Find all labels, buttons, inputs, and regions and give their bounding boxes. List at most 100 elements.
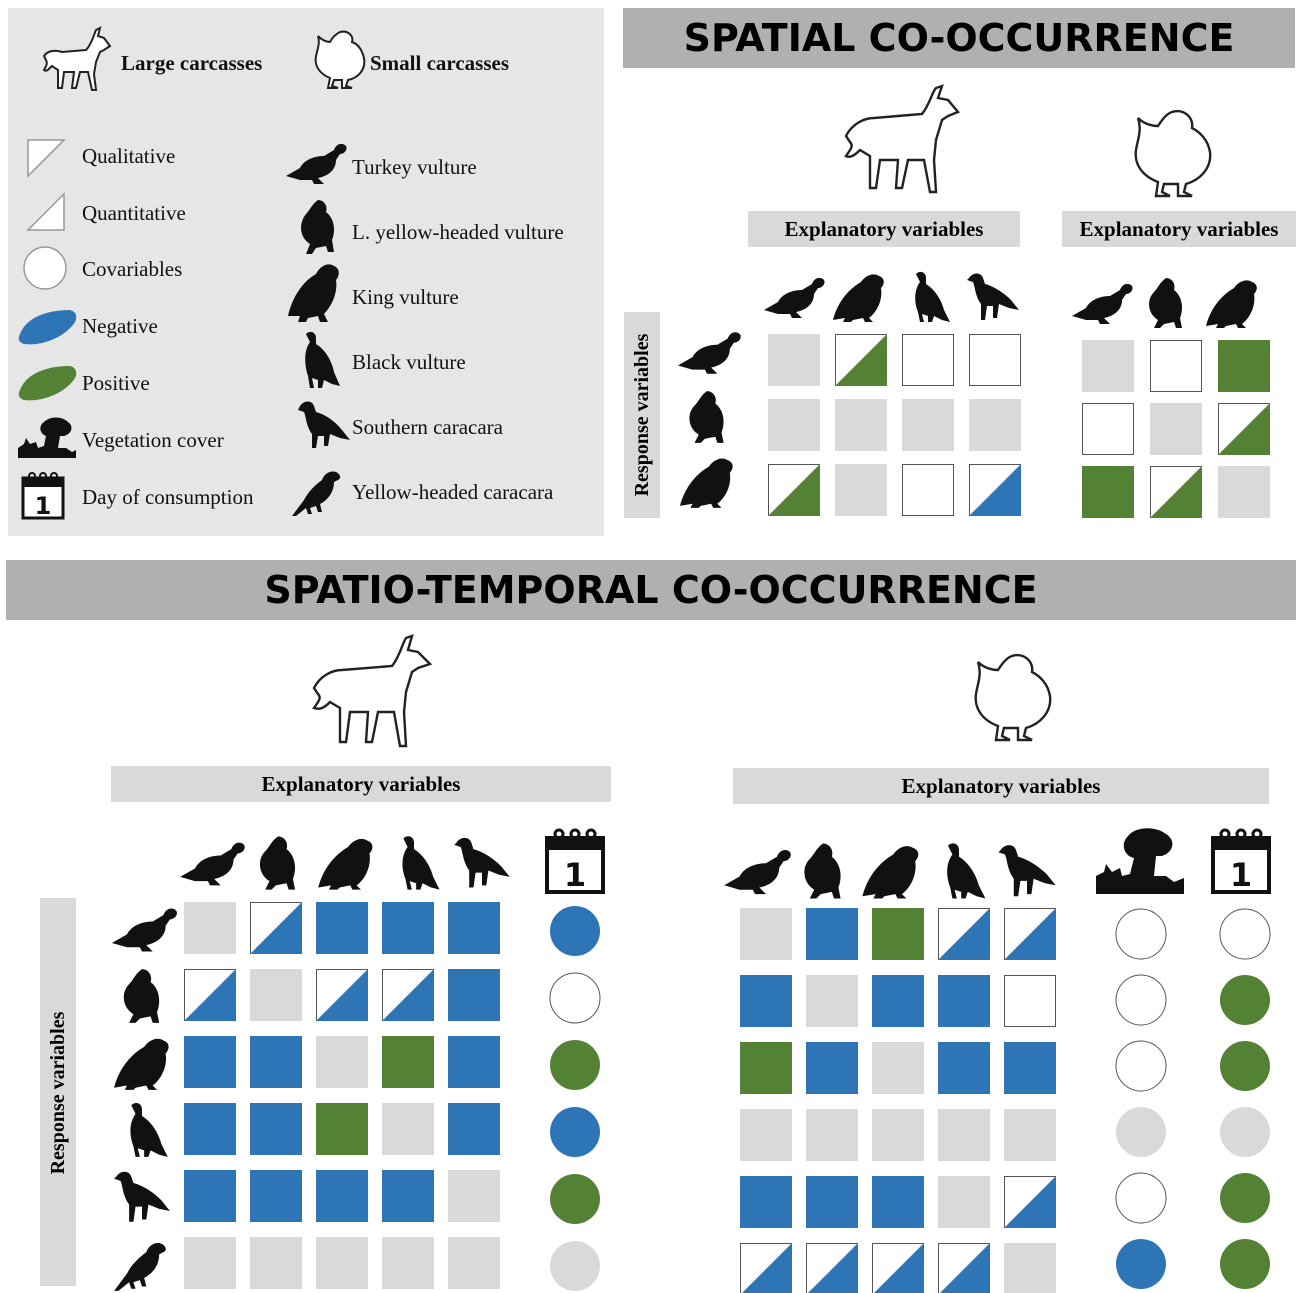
spatial-chicken-icon xyxy=(1128,106,1220,200)
spatial-large-cell-r2-c3 xyxy=(969,464,1021,516)
spatiotemporal-large-cell-r3-c1 xyxy=(250,1103,302,1155)
spatiotemporal-large-cell-r3-c4 xyxy=(448,1103,500,1155)
spatiotemporal-large-day-r0 xyxy=(550,906,600,956)
spatial-large-cell-r0-c0 xyxy=(768,334,820,386)
spatial-small-cell-r2-c1 xyxy=(1150,466,1202,518)
goat-outline-icon xyxy=(38,26,120,98)
spatiotemporal-small-cell-r1-c0 xyxy=(740,975,792,1027)
spatial-large-cell-r1-c3 xyxy=(969,399,1021,451)
species-lesser-yellow-headed-vulture: L. yellow-headed vulture xyxy=(352,220,564,245)
large-carcasses-label: Large carcasses xyxy=(121,51,262,76)
spatial-large-cell-r2-c1 xyxy=(835,464,887,516)
spatial-small-cell-r0-c0 xyxy=(1082,340,1134,392)
spatiotemporal-small-cell-r4-c4 xyxy=(1004,1176,1056,1228)
spatial-response-turkey-icon xyxy=(672,324,742,380)
spatial-small-header-king-icon xyxy=(1202,272,1262,334)
spatiotemporal-large-cell-r1-c1 xyxy=(250,969,302,1021)
spatiotemporal-small-cell-r2-c2 xyxy=(872,1042,924,1094)
spatiotemporal-response-black-icon xyxy=(108,1101,176,1159)
spatiotemporal-small-cell-r4-c2 xyxy=(872,1176,924,1228)
spatial-small-header-turkey-icon xyxy=(1070,272,1130,334)
spatiotemporal-large-day-r3 xyxy=(550,1107,600,1157)
black-vulture-icon xyxy=(296,328,344,390)
spatial-large-cell-r0-c3 xyxy=(970,335,1021,386)
spatiotemporal-large-cell-r4-c1 xyxy=(250,1170,302,1222)
spatiotemporal-small-matrix xyxy=(738,906,1278,1291)
spatiotemporal-large-cell-r5-c0 xyxy=(184,1237,236,1289)
spatiotemporal-large-day-r2 xyxy=(550,1040,600,1090)
spatial-small-cell-r2-c0 xyxy=(1082,466,1134,518)
spatial-title: SPATIAL CO-OCCURRENCE xyxy=(623,8,1295,68)
spatiotemporal-small-day-r2 xyxy=(1220,1041,1270,1091)
spatiotemporal-small-veg-r5 xyxy=(1116,1239,1166,1289)
legend-item-negative: Negative xyxy=(82,314,158,339)
spatiotemporal-small-cell-r0-c2 xyxy=(872,908,924,960)
spatiotemporal-small-cell-r1-c1 xyxy=(806,975,858,1027)
spatiotemporal-large-cell-r4-c3 xyxy=(382,1170,434,1222)
spatiotemporal-large-cell-r0-c0 xyxy=(184,902,236,954)
spatiotemporal-small-header-lyhv-icon xyxy=(790,840,856,902)
spatial-large-header-black-icon xyxy=(896,266,956,328)
spatiotemporal-small-cell-r0-c3 xyxy=(938,908,990,960)
spatiotemporal-small-header-black-icon xyxy=(926,840,992,902)
spatiotemporal-small-cell-r5-c3 xyxy=(938,1243,990,1293)
covariables-symbol xyxy=(22,246,70,294)
spatial-goat-icon xyxy=(838,84,970,200)
species-southern-caracara: Southern caracara xyxy=(352,415,503,440)
spatial-large-header-turkey-icon xyxy=(762,266,822,328)
spatiotemporal-small-cell-r0-c1 xyxy=(806,908,858,960)
calendar-icon: 1 xyxy=(20,470,68,522)
spatiotemporal-small-veg-r4 xyxy=(1116,1173,1166,1223)
spatial-small-header-lyhv-icon xyxy=(1136,272,1196,334)
spatiotemporal-large-cell-r1-c3 xyxy=(382,969,434,1021)
spatiotemporal-title: SPATIO-TEMPORAL CO-OCCURRENCE xyxy=(6,560,1296,620)
spatiotemporal-response-yhc-icon xyxy=(108,1235,176,1293)
spatiotemporal-large-cell-r2-c0 xyxy=(184,1036,236,1088)
spatiotemporal-small-cell-r1-c4 xyxy=(1005,976,1056,1027)
spatiotemporal-small-header-king-icon xyxy=(858,840,924,902)
spatiotemporal-large-cell-r4-c0 xyxy=(184,1170,236,1222)
spatiotemporal-large-cell-r1-c0 xyxy=(184,969,236,1021)
species-turkey-vulture: Turkey vulture xyxy=(352,155,477,180)
legend-item-quantitative: Quantitative xyxy=(82,201,186,226)
spatial-small-matrix xyxy=(1076,334,1276,526)
spatiotemporal-small-cell-r1-c3 xyxy=(938,975,990,1027)
spatiotemporal-small-cell-r2-c0 xyxy=(740,1042,792,1094)
spatiotemporal-large-header-turkey-icon xyxy=(178,832,242,894)
spatiotemporal-small-day-r1 xyxy=(1220,975,1270,1025)
spatial-large-cell-r0-c1 xyxy=(835,334,887,386)
spatiotemporal-small-cell-r5-c0 xyxy=(740,1243,792,1293)
vegetation-cover-icon xyxy=(16,414,78,460)
quantitative-symbol xyxy=(24,190,68,234)
spatiotemporal-small-day-r0 xyxy=(1220,909,1270,959)
yellow-headed-caracara-icon xyxy=(290,462,344,518)
spatiotemporal-large-cell-r4-c2 xyxy=(316,1170,368,1222)
svg-text:1: 1 xyxy=(1230,856,1252,894)
spatiotemporal-large-cell-r5-c1 xyxy=(250,1237,302,1289)
spatial-small-cell-r1-c1 xyxy=(1150,403,1202,455)
spatial-small-cell-r0-c1 xyxy=(1151,341,1202,392)
spatiotemporal-large-cell-r3-c2 xyxy=(316,1103,368,1155)
spatiotemporal-large-day-r1 xyxy=(550,973,600,1023)
spatiotemporal-large-matrix xyxy=(182,900,612,1291)
spatiotemporal-chicken-icon xyxy=(968,650,1060,744)
spatiotemporal-large-cell-r0-c4 xyxy=(448,902,500,954)
spatiotemporal-small-cell-r2-c3 xyxy=(938,1042,990,1094)
species-yellow-headed-caracara: Yellow-headed caracara xyxy=(352,480,553,505)
spatiotemporal-small-header-turkey-icon xyxy=(722,840,788,902)
spatiotemporal-large-cell-r2-c3 xyxy=(382,1036,434,1088)
spatiotemporal-large-header-lyhv-icon xyxy=(246,832,310,894)
spatiotemporal-small-cell-r3-c2 xyxy=(872,1109,924,1161)
spatiotemporal-response-label: Response variables xyxy=(46,993,70,1193)
legend-item-day-of-consumption: Day of consumption xyxy=(82,485,253,510)
small-carcasses-label: Small carcasses xyxy=(370,51,509,76)
spatiotemporal-small-cell-r0-c0 xyxy=(740,908,792,960)
legend-item-vegetation-cover: Vegetation cover xyxy=(82,428,224,453)
spatial-large-matrix xyxy=(760,326,1030,526)
spatial-small-explanatory-header: Explanatory variables xyxy=(1062,211,1296,247)
spatial-large-cell-r0-c2 xyxy=(903,335,954,386)
spatiotemporal-small-explanatory-header: Explanatory variables xyxy=(733,768,1269,804)
spatiotemporal-small-cell-r3-c0 xyxy=(740,1109,792,1161)
spatiotemporal-small-cell-r2-c4 xyxy=(1004,1042,1056,1094)
spatiotemporal-small-day-r5 xyxy=(1220,1239,1270,1289)
